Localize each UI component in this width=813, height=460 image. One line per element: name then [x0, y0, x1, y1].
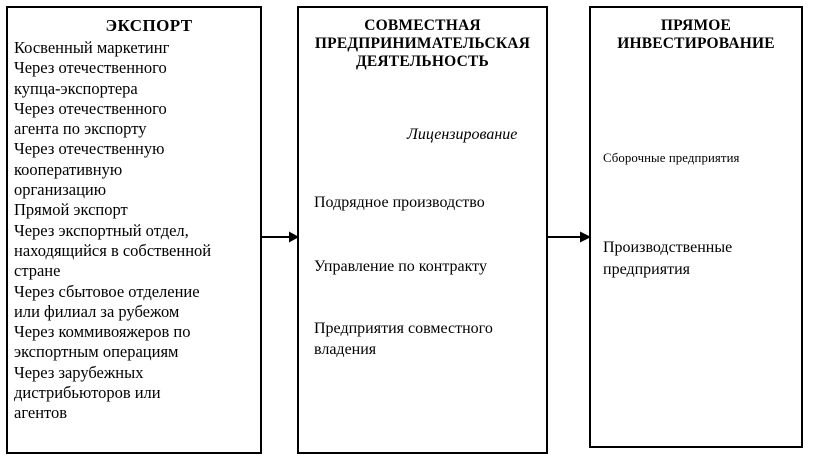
list-item-assembly-plants: Сборочные предприятия: [603, 151, 740, 165]
list-item: Косвенный маркетинг: [14, 38, 170, 57]
list-item-manufacturing-plants: Производственные предприятия: [603, 239, 733, 278]
list-item: Через отечественную кооперативную органи…: [14, 139, 165, 200]
list-item-joint-ownership: Предприятия совместного владения: [314, 320, 493, 358]
box-joint-venture: СОВМЕСТНАЯ ПРЕДПРИНИМАТЕЛЬСКАЯ ДЕЯТЕЛЬНО…: [297, 6, 548, 454]
arrow-joint-venture-to-direct-investment: [548, 231, 591, 243]
list-item: Через сбытовое отделение или филиал за р…: [14, 281, 200, 321]
list-item-contract-management: Управление по контракту: [314, 258, 487, 275]
list-item: Прямой экспорт: [14, 200, 128, 220]
box-export-title: ЭКСПОРТ: [105, 16, 193, 35]
list-item: Через зарубежных дистрибьюторов или аген…: [14, 362, 161, 423]
list-item-licensing: Лицензирование: [407, 126, 518, 143]
box-export-item-list: Косвенный маркетинг Через отечественного…: [14, 38, 256, 424]
list-item-contract-manufacturing: Подрядное производство: [314, 194, 485, 211]
box-export: ЭКСПОРТ Косвенный маркетинг Через отечес…: [6, 6, 262, 454]
arrow-export-to-joint-venture: [262, 231, 299, 243]
box-joint-venture-title: СОВМЕСТНАЯ ПРЕДПРИНИМАТЕЛЬСКАЯ ДЕЯТЕЛЬНО…: [314, 17, 531, 70]
list-item: Через отечественного купца-экспортера: [14, 58, 167, 98]
box-direct-investment: ПРЯМОЕ ИНВЕСТИРОВАНИЕ Сборочные предприя…: [589, 6, 803, 448]
list-item: Через отечественного агента по экспорту: [14, 98, 167, 139]
box-direct-investment-title: ПРЯМОЕ ИНВЕСТИРОВАНИЕ: [617, 17, 775, 52]
list-item: Через коммивояжеров по экспортным операц…: [14, 322, 191, 362]
list-item: Через экспортный отдел, находящийся в со…: [14, 220, 212, 281]
